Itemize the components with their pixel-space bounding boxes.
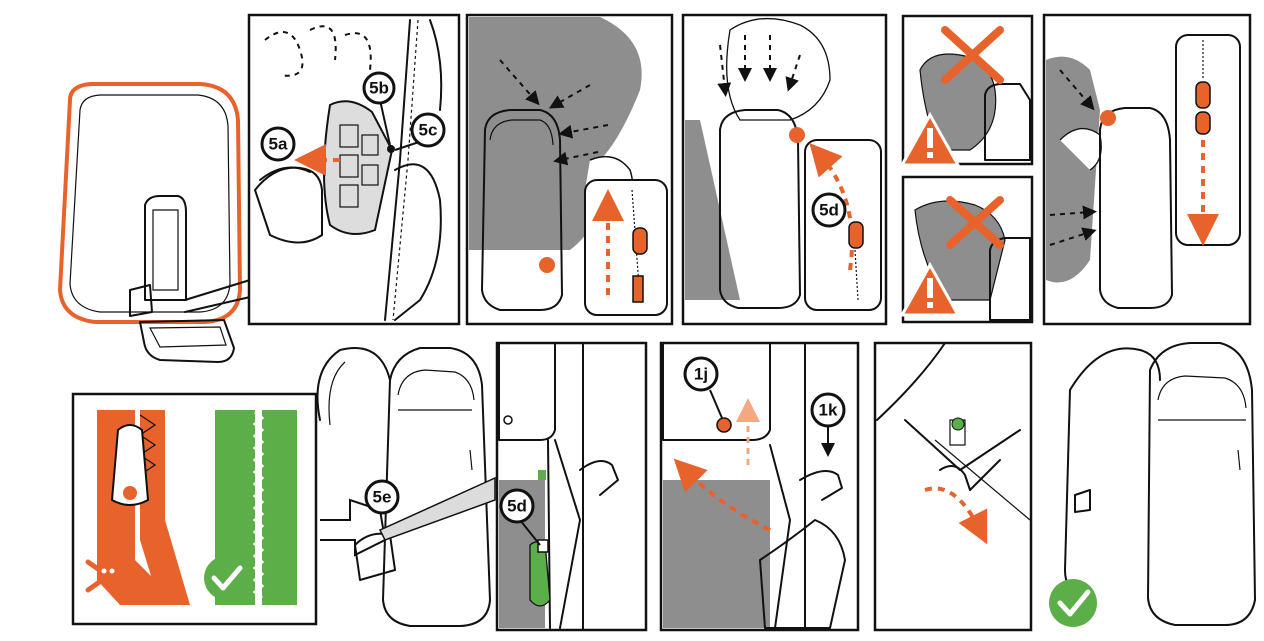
- step-badge-5b: [362, 71, 396, 105]
- step-badge-1j: [683, 356, 719, 392]
- panel-zipper-good-bad: [71, 392, 318, 626]
- checkmark-icon: [211, 565, 243, 591]
- step-badge-5e: [364, 479, 400, 515]
- step-badge-5a: [260, 126, 296, 162]
- checkmark-icon: [1057, 589, 1091, 617]
- backpack-final: [1049, 342, 1256, 627]
- zipper-slider-icon: [632, 227, 648, 255]
- panel-hook-closeup: [873, 341, 1033, 632]
- step-label-5a: 5a: [269, 135, 288, 154]
- step-label-5c: 5c: [419, 121, 438, 140]
- panel-zip-other-side: 5d: [681, 13, 888, 326]
- backpack-side-5e: 5e: [316, 347, 496, 627]
- panel-stuff-in-zip-up: [465, 13, 674, 326]
- step-badge-5d: [811, 192, 847, 228]
- step-label-1j: 1j: [694, 365, 708, 384]
- x-mark-icon: [941, 26, 1004, 84]
- x-mark-icon: [946, 196, 1004, 249]
- panel-hook-1j-1k: 1j 1k: [659, 341, 860, 632]
- step-label-5d: 5d: [819, 201, 839, 220]
- overview-bag: [57, 82, 251, 363]
- step-badge-5c: [410, 112, 446, 148]
- step-label-5d-green: 5d: [507, 497, 527, 516]
- panel-zipper-grab: 5b 5a 5c: [247, 13, 461, 326]
- step-badge-1k: [810, 392, 846, 428]
- panel-green-zip: 5d: [495, 341, 648, 632]
- zipper-slider-icon: [110, 424, 150, 506]
- step-label-5e: 5e: [373, 488, 392, 507]
- step-label-5b: 5b: [369, 79, 389, 98]
- panel-zip-down: [1042, 13, 1252, 326]
- skull-crossbones-icon: [85, 559, 131, 593]
- panel-warning-top: [899, 14, 1034, 167]
- panel-warning-bottom: [899, 175, 1034, 324]
- step-badge-5d-green: [499, 488, 535, 524]
- step-label-1k: 1k: [819, 401, 838, 420]
